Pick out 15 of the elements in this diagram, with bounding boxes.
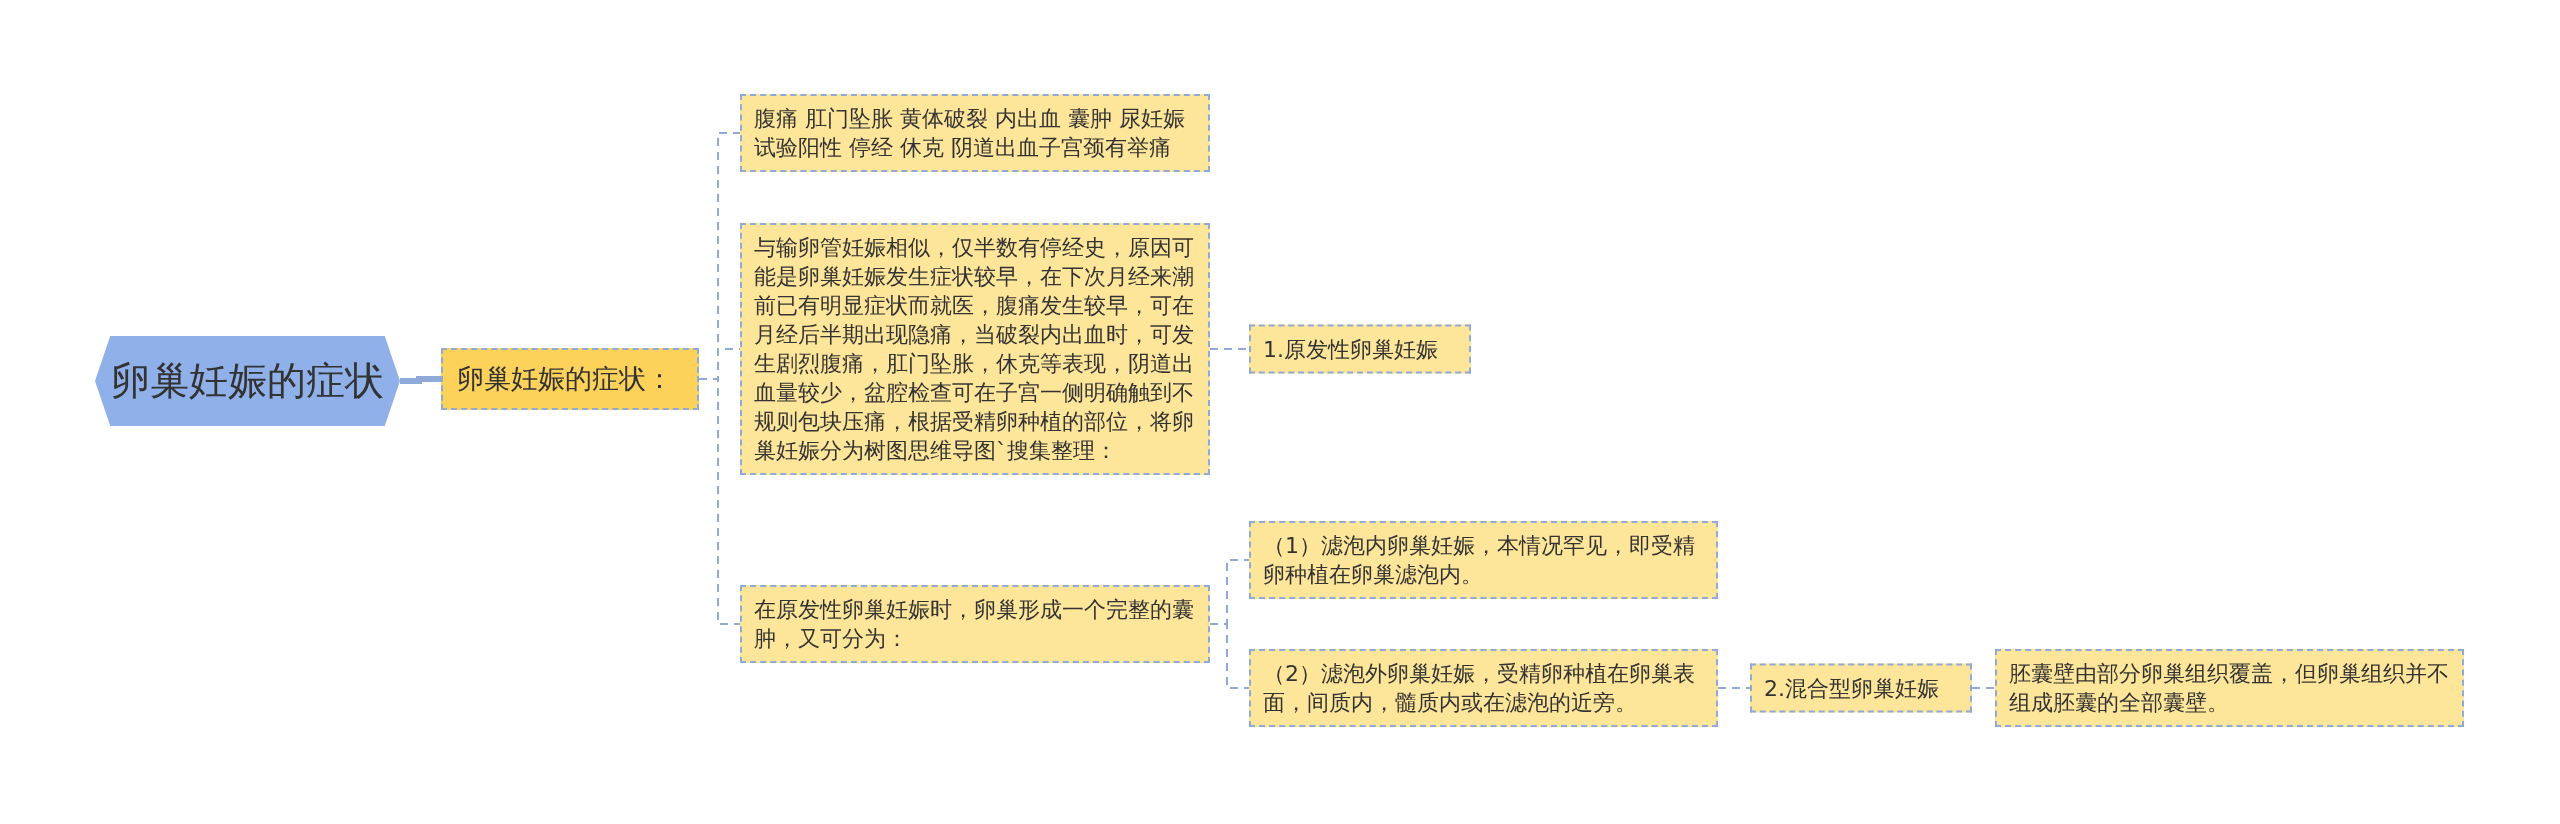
text-box: 与输卵管妊娠相似，仅半数有停经史，原因可能是卵巢妊娠发生症状较早，在下次月经来潮前已有明显症状而就医，腹痛发生较早，可在月经后半期出现隐痛，当破裂内出血时，可发生剧烈腹痛，肛门坠胀，休克等表现，阴道出血量较少，盆腔检查可在子宫一侧明确触到不规则包块压痛，根据受精卵种植的部位，将卵巢妊娠分为树图思维导图`搜集整理： [740, 223, 1210, 475]
text-box: （2）滤泡外卵巢妊娠，受精卵种植在卵巢表面，间质内，髓质内或在滤泡的近旁。 [1249, 649, 1718, 727]
hexagon-node: 卵巢妊娠的症状 [95, 336, 400, 426]
topic-box: 卵巢妊娠的症状： [441, 348, 699, 410]
text-box: （1）滤泡内卵巢妊娠，本情况罕见，即受精卵种植在卵巢滤泡内。 [1249, 521, 1718, 599]
connector-line [1971, 687, 1996, 689]
text-box: 腹痛 肛门坠胀 黄体破裂 内出血 囊肿 尿妊娠试验阳性 停经 休克 阴道出血子宫颈有举痛 [740, 94, 1210, 172]
text-box: 1.原发性卵巢妊娠 [1249, 324, 1471, 374]
text-box: 2.混合型卵巢妊娠 [1750, 663, 1972, 713]
connector-line [698, 378, 741, 625]
text-box: 胚囊壁由部分卵巢组织覆盖，但卵巢组织并不组成胚囊的全部囊壁。 [1995, 649, 2464, 727]
connector-line [400, 376, 441, 384]
connector-line [1717, 687, 1751, 689]
text-box: 在原发性卵巢妊娠时，卵巢形成一个完整的囊肿，又可分为： [740, 585, 1210, 663]
connector-line [1209, 623, 1250, 689]
